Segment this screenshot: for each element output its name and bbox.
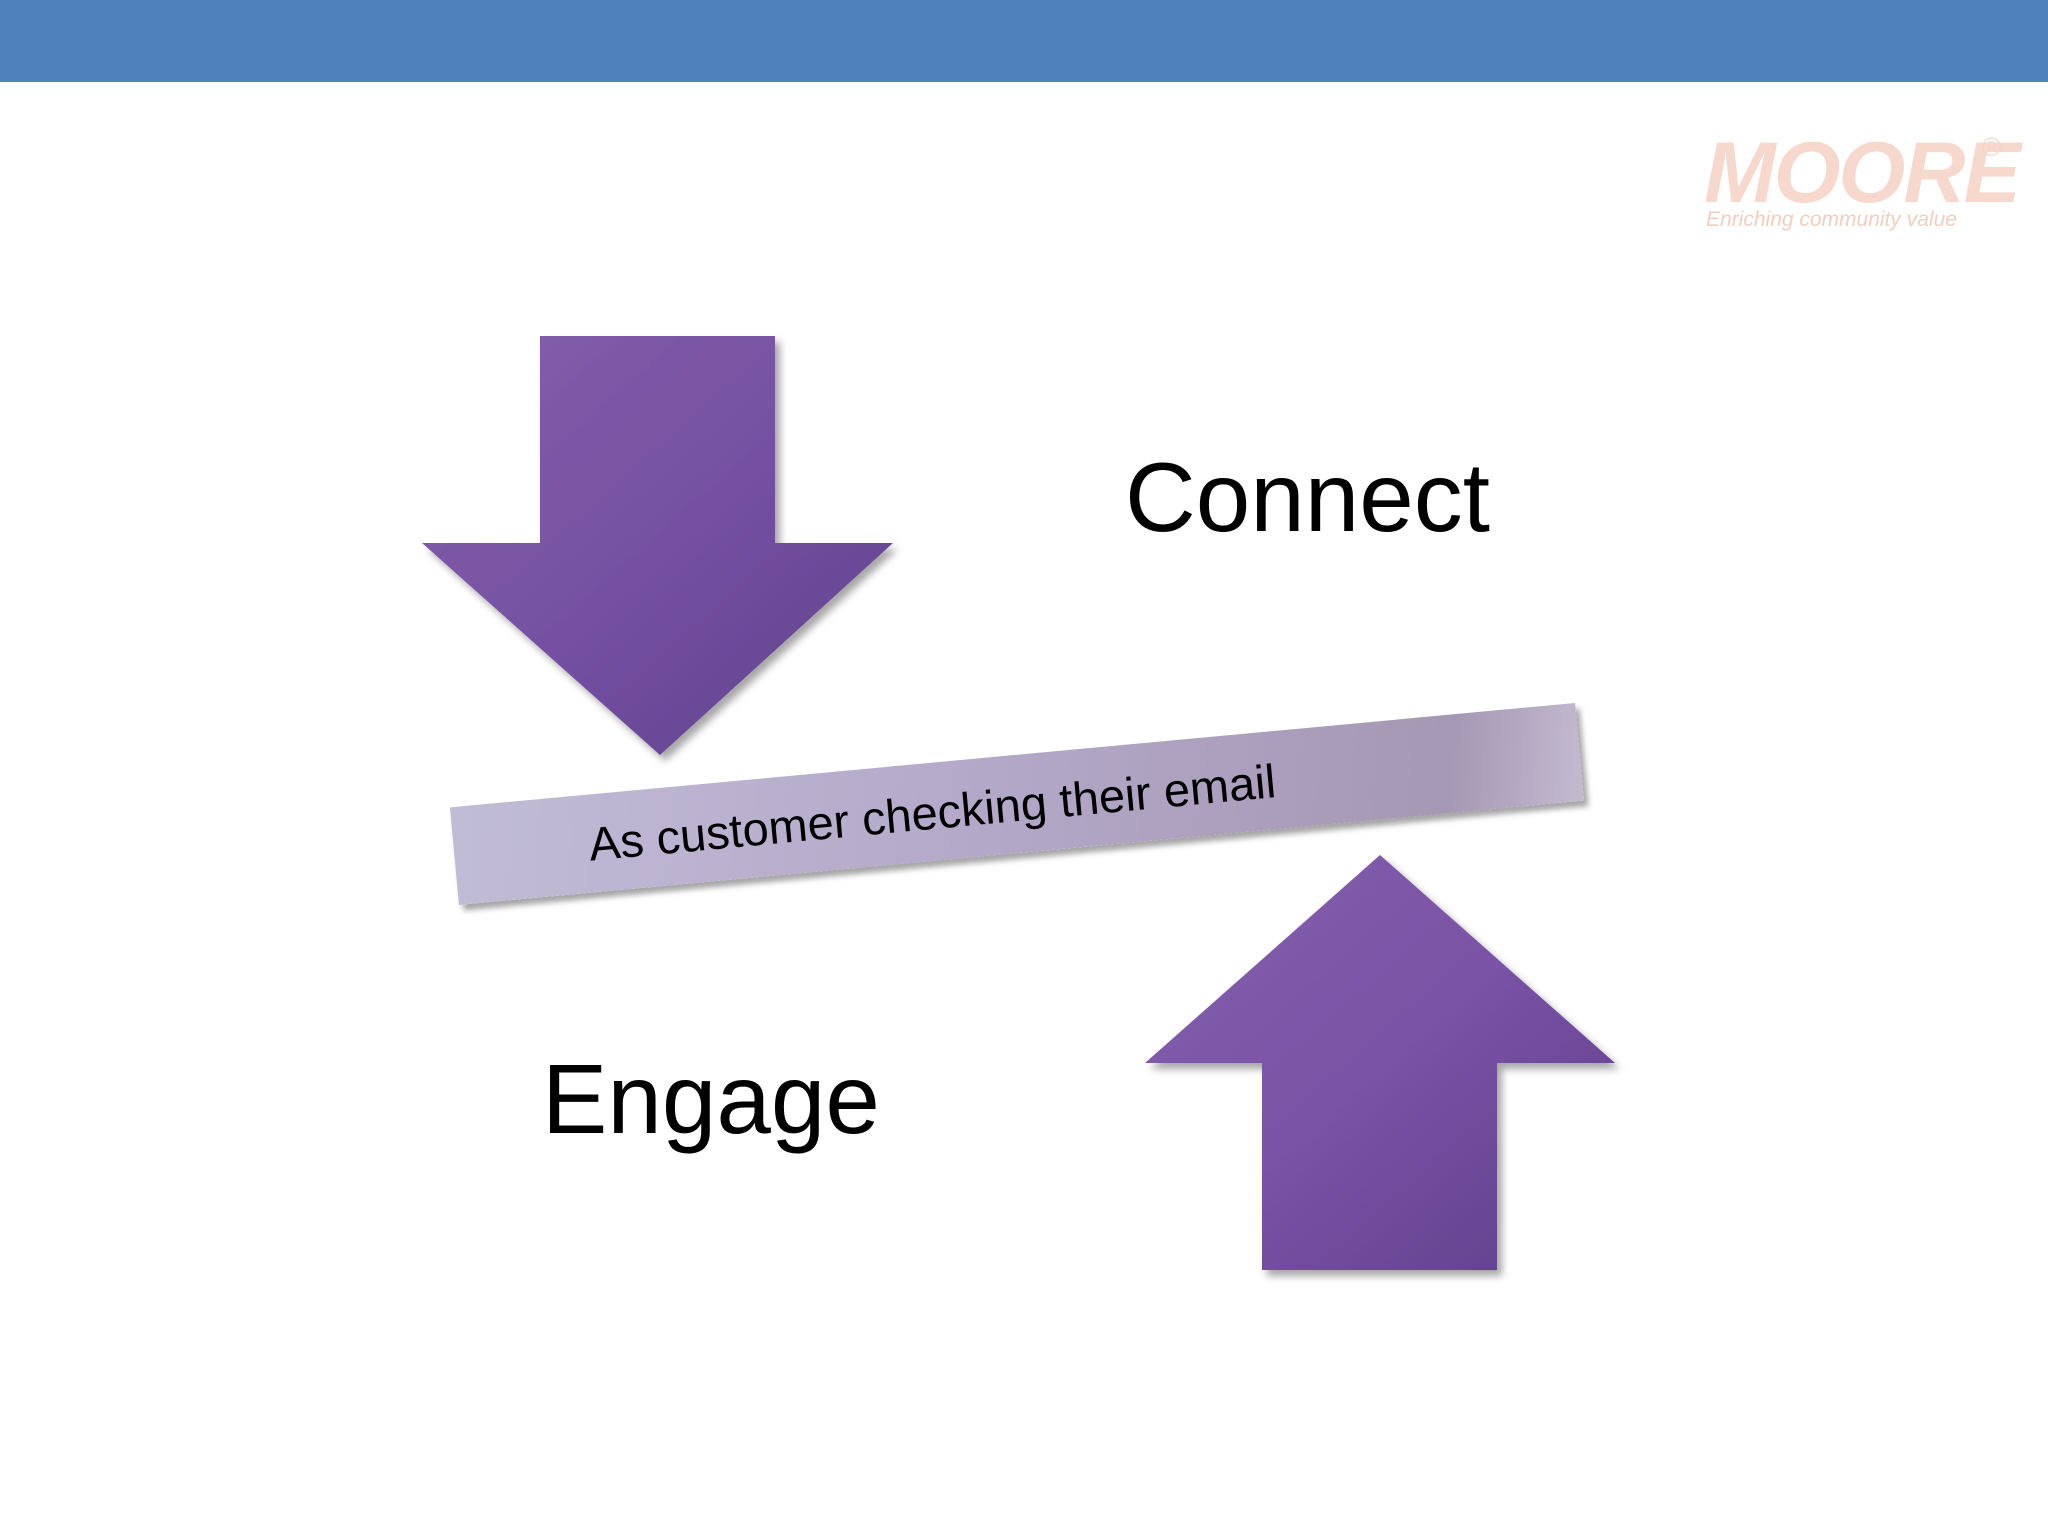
registered-mark: ® xyxy=(1982,132,2002,162)
engage-label: Engage xyxy=(542,1044,880,1154)
up-arrow-icon xyxy=(1145,855,1615,1270)
logo-wordmark: MOORE xyxy=(1704,125,2021,221)
down-arrow-icon xyxy=(422,336,893,755)
connect-label: Connect xyxy=(1125,442,1491,552)
company-logo: MOORE ® Enriching community value xyxy=(1700,130,2021,240)
header-bar xyxy=(0,0,2048,82)
logo-tagline: Enriching community value xyxy=(1706,208,1957,231)
